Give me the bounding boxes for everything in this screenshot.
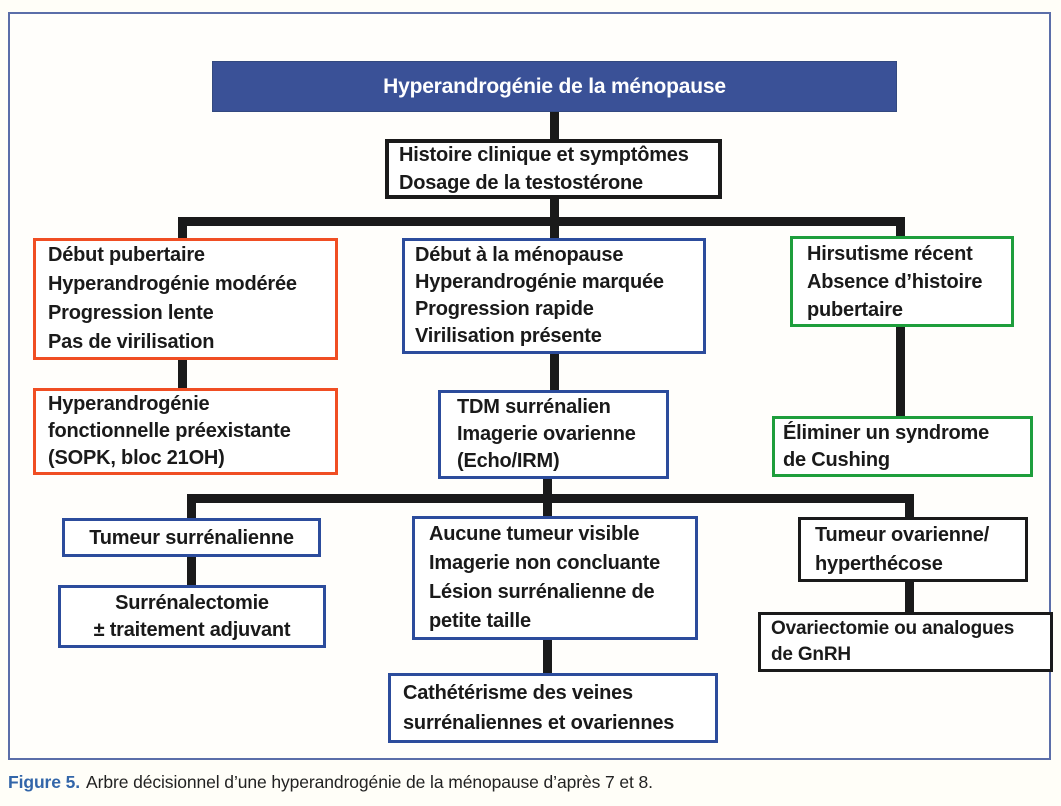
connector-drop-ovarian-tumor <box>905 494 914 518</box>
node-recent-hirsutism: Hirsutisme récent Absence d’histoire pub… <box>790 236 1014 327</box>
connector-drop-no-tumor <box>543 494 552 517</box>
node-cushing-text: Éliminer un syndrome de Cushing <box>783 421 990 471</box>
node-ovariectomy: Ovariectomie ou analogues de GnRH <box>758 612 1053 672</box>
connector-drop-adrenal-tumor <box>187 494 196 519</box>
node-adrenalectomy-text: Surrénalectomie ± traitement adjuvant <box>93 591 291 641</box>
node-adrenal-tumor: Tumeur surrénalienne <box>62 518 321 557</box>
node-ovarian-tumor: Tumeur ovarienne/ hyperthécose <box>798 517 1028 582</box>
node-adrenalectomy: Surrénalectomie ± traitement adjuvant <box>58 585 326 648</box>
diagram-frame: Hyperandrogénie de la ménopause Histoire… <box>8 12 1053 760</box>
connector-imaging-down <box>543 478 552 495</box>
node-functional-diagnosis-text: Hyperandrogénie fonctionnelle préexistan… <box>48 393 291 469</box>
node-no-visible-tumor: Aucune tumeur visible Imagerie non concl… <box>412 516 698 640</box>
connector-branch-line-1 <box>178 217 905 226</box>
connector-title-to-assessment <box>550 112 559 140</box>
connector-drop-hirsutism <box>896 217 905 237</box>
node-ovariectomy-text: Ovariectomie ou analogues de GnRH <box>771 618 1015 665</box>
node-cushing: Éliminer un syndrome de Cushing <box>772 416 1033 477</box>
node-tumoral-profile: Début à la ménopause Hyperandrogénie mar… <box>402 238 706 354</box>
node-vein-catheterism: Cathétérisme des veines surrénaliennes e… <box>388 673 718 743</box>
figure-caption: Figure 5.Arbre décisionnel d’une hyperan… <box>8 772 1048 793</box>
node-tumoral-profile-text: Début à la ménopause Hyperandrogénie mar… <box>415 244 664 347</box>
node-recent-hirsutism-text: Hirsutisme récent Absence d’histoire pub… <box>807 242 983 321</box>
node-ovarian-tumor-text: Tumeur ovarienne/ hyperthécose <box>815 523 990 575</box>
node-no-visible-tumor-text: Aucune tumeur visible Imagerie non concl… <box>429 523 661 632</box>
connector-adrenal-to-adrenalectomy <box>187 556 196 586</box>
node-imaging: TDM surrénalien Imagerie ovarienne (Echo… <box>438 390 669 479</box>
node-title: Hyperandrogénie de la ménopause <box>212 61 897 112</box>
connector-drop-functional <box>178 217 187 239</box>
connector-assessment-down <box>550 199 559 218</box>
figure-caption-label: Figure 5. <box>8 772 81 792</box>
node-vein-catheterism-text: Cathétérisme des veines surrénaliennes e… <box>403 682 675 734</box>
connector-hirsutism-to-cushing <box>896 326 905 417</box>
node-functional-profile-text: Début pubertaire Hyperandrogénie modérée… <box>48 244 297 353</box>
connector-ovarian-to-ovariectomy <box>905 581 914 613</box>
connector-functional-to-diagnosis <box>178 359 187 389</box>
node-assessment: Histoire clinique et symptômes Dosage de… <box>385 139 722 199</box>
connector-drop-tumoral <box>550 217 559 239</box>
figure-caption-text: Arbre décisionnel d’une hyperandrogénie … <box>86 772 653 792</box>
node-imaging-text: TDM surrénalien Imagerie ovarienne (Echo… <box>457 396 636 472</box>
node-assessment-text: Histoire clinique et symptômes Dosage de… <box>399 144 689 194</box>
node-functional-profile: Début pubertaire Hyperandrogénie modérée… <box>33 238 338 360</box>
node-adrenal-tumor-text: Tumeur surrénalienne <box>89 526 294 549</box>
connector-tumoral-to-imaging <box>550 353 559 391</box>
connector-notumor-to-catheterism <box>543 639 552 674</box>
node-functional-diagnosis: Hyperandrogénie fonctionnelle préexistan… <box>33 388 338 475</box>
